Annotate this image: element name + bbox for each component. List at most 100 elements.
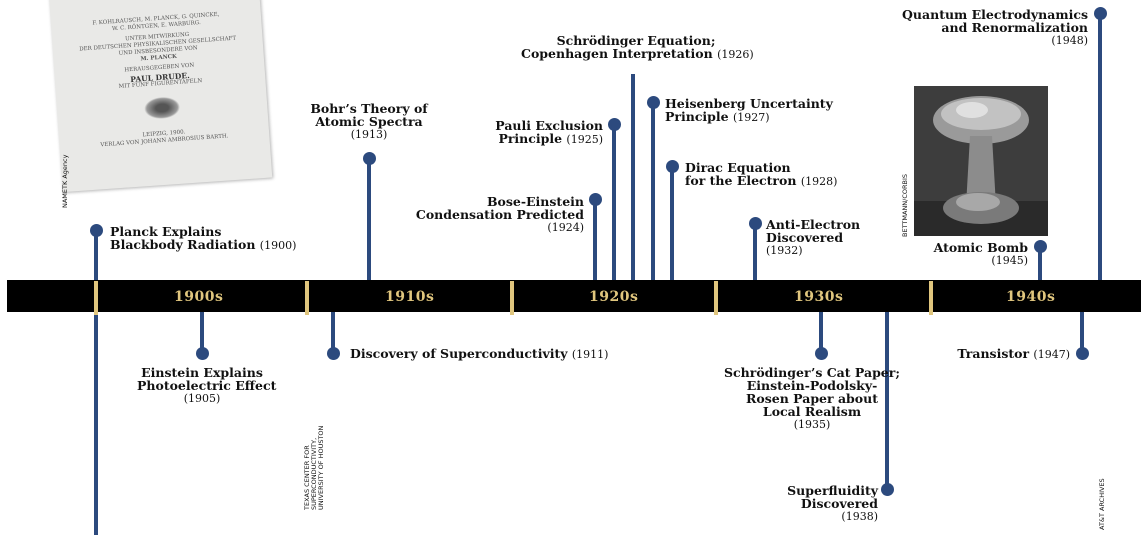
event-title: Heisenberg Uncertainty <box>665 96 833 111</box>
event-title: Dirac Equation <box>685 160 791 175</box>
marker-qed <box>1094 7 1107 20</box>
event-title: Transistor <box>957 346 1030 361</box>
event-year: (1935) <box>793 418 831 431</box>
stem-einstein <box>200 300 204 354</box>
stem-heisenberg <box>651 102 655 283</box>
marker-bomb <box>1034 240 1047 253</box>
decade-label: 1930s <box>794 289 844 305</box>
event-title: Principle <box>665 109 729 124</box>
event-title: Local Realism <box>762 404 862 419</box>
tick-1920 <box>510 281 514 315</box>
event-year: (1900) <box>259 239 297 252</box>
tick-1930 <box>714 281 718 315</box>
event-year: (1925) <box>566 133 603 146</box>
event-year: (1945) <box>991 254 1028 267</box>
event-year: (1938) <box>841 510 878 523</box>
marker-superfluidity <box>881 483 894 496</box>
stem-pauli <box>612 124 616 283</box>
marker-heisenberg <box>647 96 660 109</box>
event-title: Rosen Paper about <box>746 391 878 406</box>
event-schrodinger: Schrödinger Equation; Copenhagen Interpr… <box>521 33 754 61</box>
tick-1910 <box>305 281 309 315</box>
decade-label: 1910s <box>385 289 435 305</box>
stem-catpaper <box>819 300 823 354</box>
event-bose: Bose-Einstein Condensation Predicted (19… <box>410 195 584 234</box>
stem-planck <box>94 230 98 535</box>
stem-bohr <box>367 158 371 283</box>
event-title: Einstein Explains <box>141 365 263 380</box>
event-title: Atomic Bomb <box>933 240 1028 255</box>
marker-planck <box>90 224 103 237</box>
stem-bose <box>593 200 597 283</box>
marker-transistor <box>1076 347 1089 360</box>
event-title: Schrödinger’s Cat Paper; <box>724 365 900 380</box>
event-year: (1924) <box>547 221 584 234</box>
stem-dirac <box>670 166 674 283</box>
photo-credit-texas: TEXAS CENTER FOR SUPERCONDUCTIVITY, UNIV… <box>303 425 325 510</box>
event-title: Bose-Einstein <box>486 194 584 209</box>
stem-superconductivity <box>331 300 335 354</box>
event-title: Bohr’s Theory of <box>310 101 428 116</box>
event-year: (1926) <box>717 48 754 61</box>
event-year: (1932) <box>766 244 803 257</box>
event-title: Copenhagen Interpretation <box>521 46 713 61</box>
event-year: (1948) <box>1051 34 1088 47</box>
decade-label: 1920s <box>589 289 639 305</box>
marker-catpaper <box>815 347 828 360</box>
event-year: (1928) <box>800 175 838 188</box>
event-title: Einstein-Podolsky- <box>746 378 878 393</box>
stem-antielectron <box>753 223 757 283</box>
event-title: Schrödinger Equation; <box>556 33 716 48</box>
event-superconductivity: Discovery of Superconductivity (1911) <box>350 347 608 361</box>
event-year: (1905) <box>183 392 221 405</box>
marker-antielectron <box>749 217 762 230</box>
event-title: Principle <box>498 131 563 146</box>
atomic-bomb-photo <box>914 86 1048 236</box>
photo-credit-bettmann: BETTMANN/CORBIS <box>901 173 909 237</box>
tick-1900 <box>94 281 98 315</box>
event-catpaper: Schrödinger’s Cat Paper; Einstein-Podols… <box>712 366 912 431</box>
stem-qed <box>1098 13 1102 283</box>
event-heisenberg: Heisenberg Uncertainty Principle (1927) <box>665 97 833 124</box>
event-year: (1927) <box>732 111 770 124</box>
event-title: and Renormalization <box>941 20 1088 35</box>
event-title: Planck Explains <box>110 224 222 239</box>
event-year: (1913) <box>350 128 388 141</box>
event-year: (1911) <box>571 348 609 361</box>
event-title: Anti-Electron <box>766 217 861 232</box>
event-superfluidity: Superfluidity Discovered (1938) <box>760 484 878 523</box>
photo-credit-nametk: NAMETK Agency <box>61 154 69 208</box>
marker-dirac <box>666 160 679 173</box>
event-year: (1947) <box>1033 348 1070 361</box>
event-title: Discovery of Superconductivity <box>350 346 568 361</box>
marker-einstein <box>196 347 209 360</box>
event-title: Atomic Spectra <box>315 114 423 129</box>
tick-1940 <box>929 281 933 315</box>
event-title: Quantum Electrodynamics <box>902 7 1088 22</box>
credit-line: UNIVERSITY OF HOUSTON <box>317 425 325 510</box>
marker-bose <box>589 193 602 206</box>
event-title: for the Electron <box>685 173 797 188</box>
stem-bomb <box>1038 246 1042 283</box>
event-planck: Planck Explains Blackbody Radiation (190… <box>110 225 296 252</box>
event-bomb: Atomic Bomb (1945) <box>910 241 1028 267</box>
event-title: Discovered <box>800 496 878 511</box>
event-pauli: Pauli Exclusion Principle (1925) <box>460 119 603 146</box>
event-einstein: Einstein Explains Photoelectric Effect (… <box>137 365 277 405</box>
marker-pauli <box>608 118 621 131</box>
event-transistor: Transistor (1947) <box>940 347 1070 361</box>
event-bohr: Bohr’s Theory of Atomic Spectra (1913) <box>304 102 434 141</box>
stem-transistor <box>1080 300 1084 354</box>
event-title: Blackbody Radiation <box>110 237 256 252</box>
photo-credit-att: AT&T ARCHIVES <box>1098 478 1106 530</box>
event-dirac: Dirac Equation for the Electron (1928) <box>685 161 837 188</box>
event-title: Pauli Exclusion <box>495 118 603 133</box>
publisher-emblem-icon <box>143 95 181 121</box>
marker-superconductivity <box>327 347 340 360</box>
event-title: Condensation Predicted <box>415 207 584 222</box>
timeline-bar <box>7 280 1141 312</box>
event-title: Photoelectric Effect <box>137 378 277 393</box>
event-antielectron: Anti-Electron Discovered (1932) <box>766 218 860 257</box>
marker-bohr <box>363 152 376 165</box>
decade-label: 1940s <box>1006 289 1056 305</box>
